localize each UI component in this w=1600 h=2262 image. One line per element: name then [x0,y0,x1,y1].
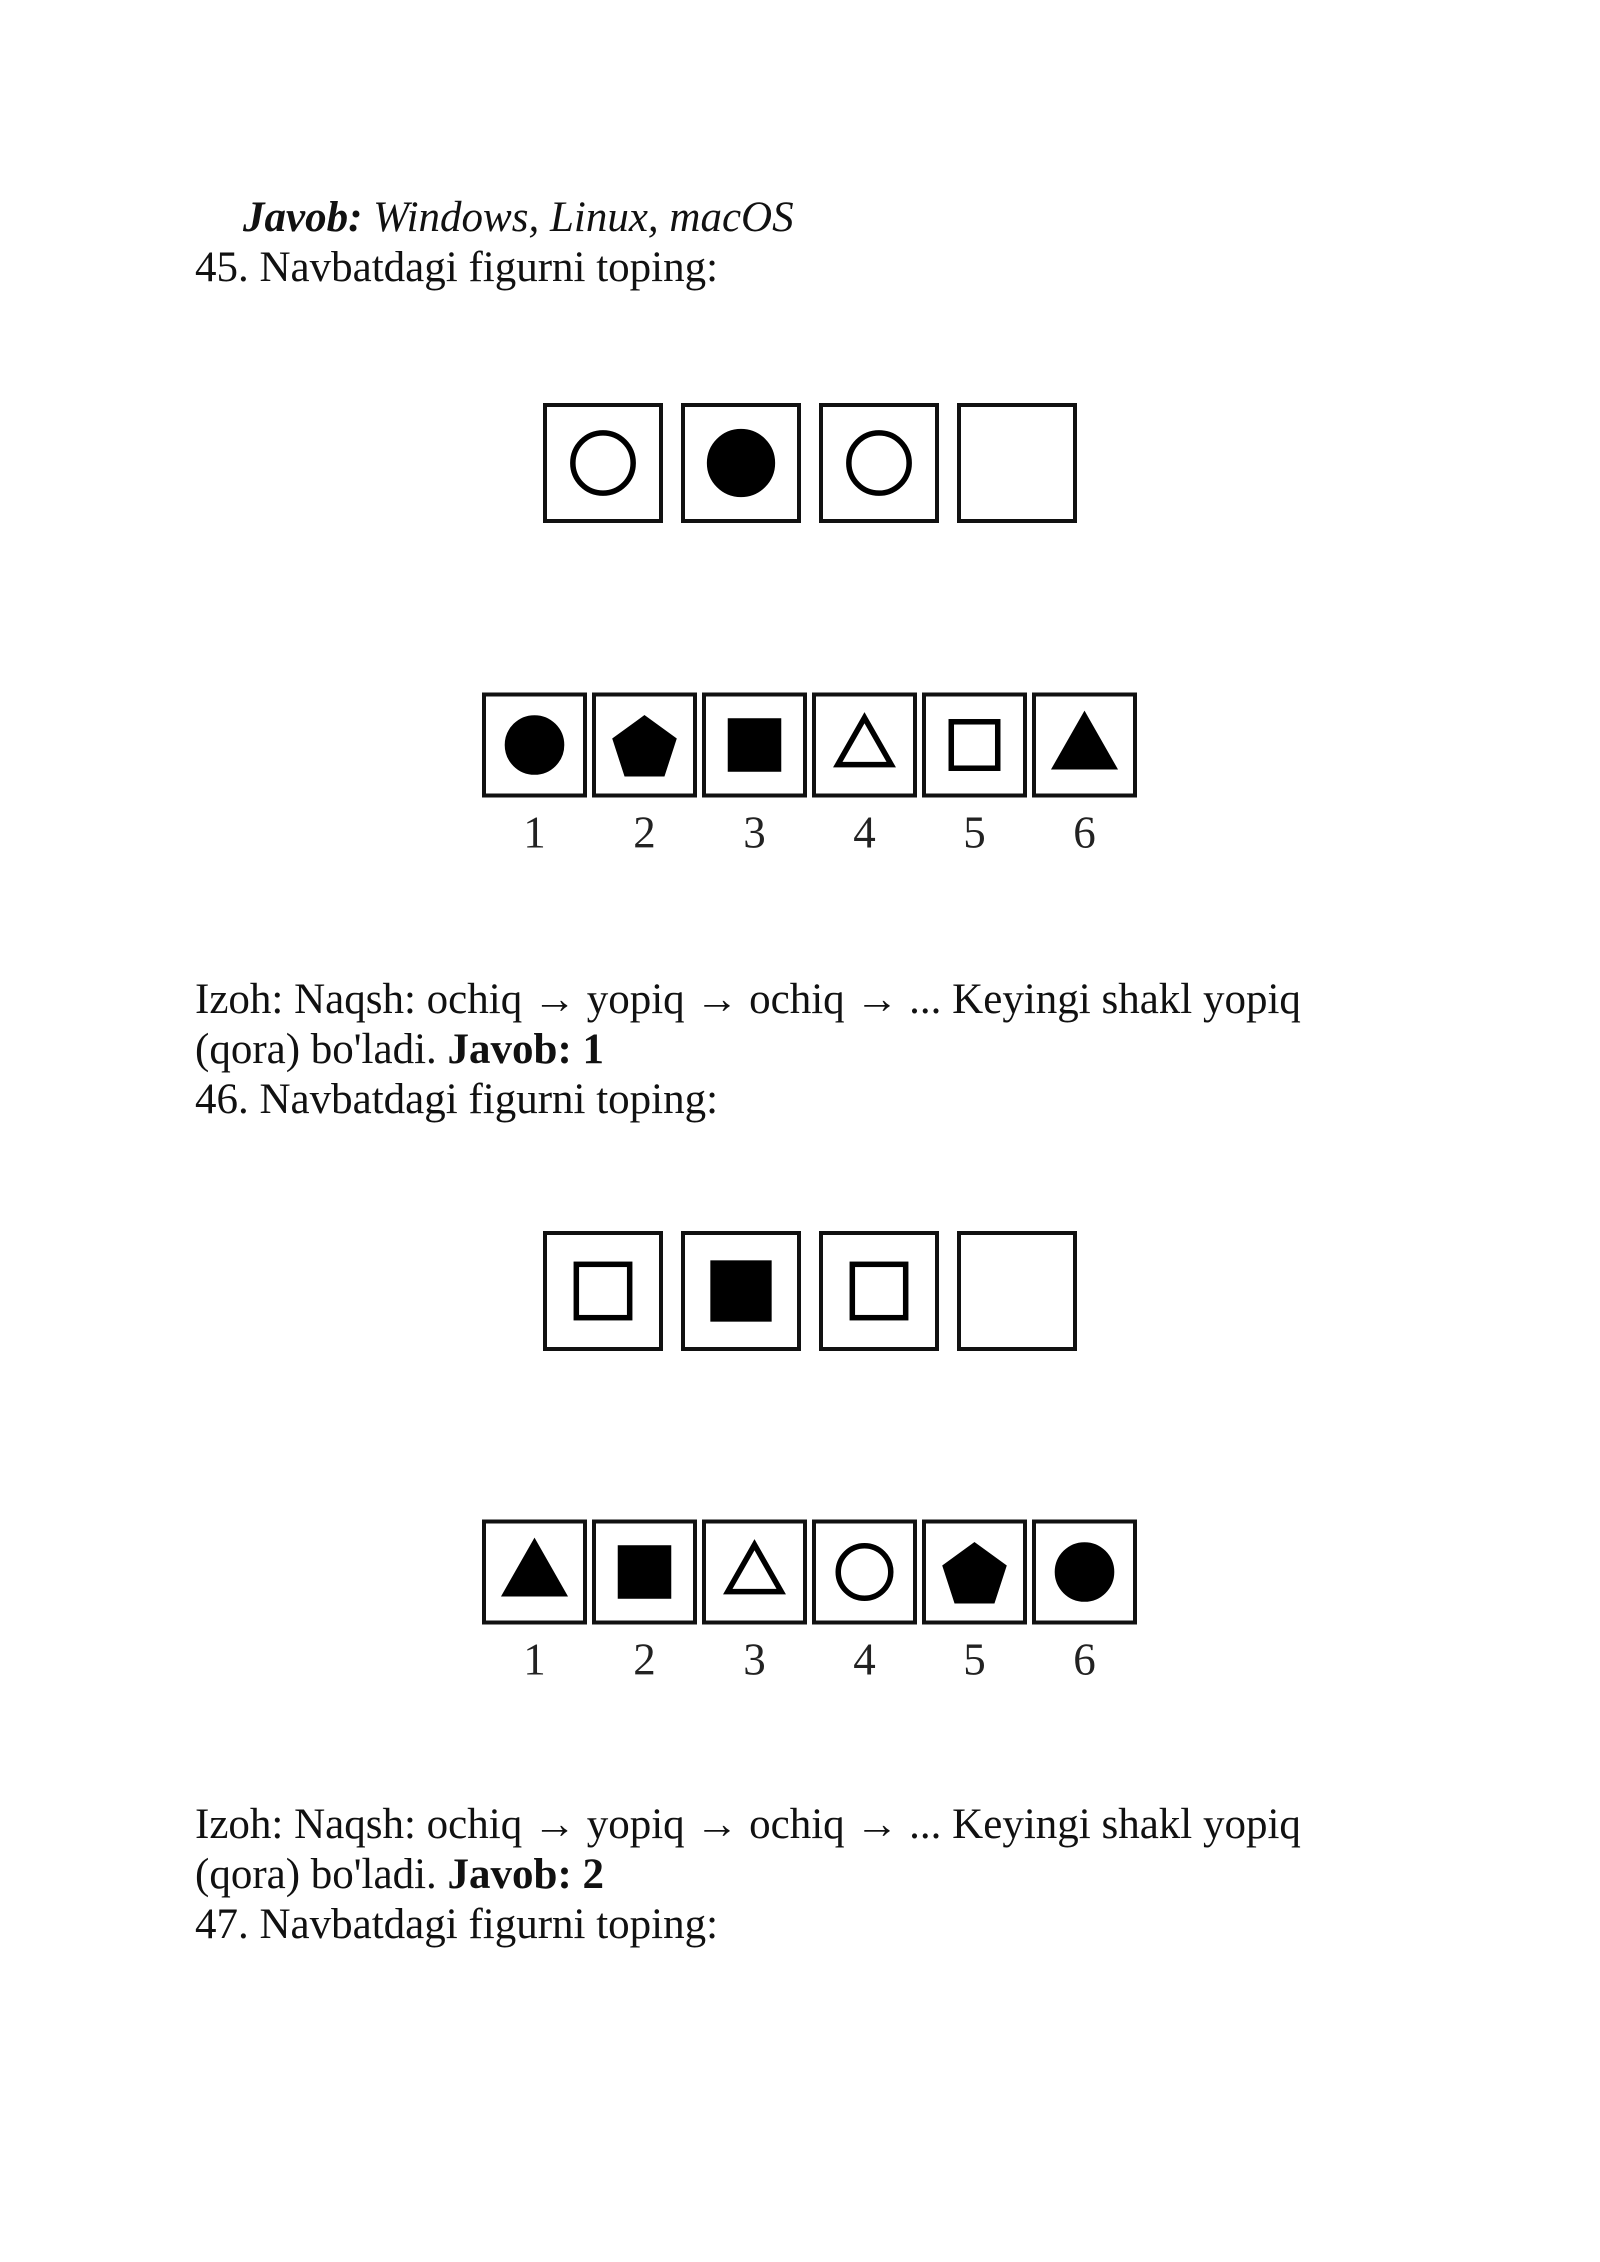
question-45-answer: Javob: 1 [447,1026,605,1073]
question-46-options: 1 2 3 4 5 6 [482,1519,1137,1685]
question-45-note-text: (qora) bo'ladi. [195,1026,437,1073]
triangle-filled-icon [500,1537,569,1597]
question-46-note-line1: Izoh: Naqsh: ochiq → yopiq → ochiq → ...… [195,1801,1301,1848]
q46-option-cell-4[interactable]: 4 [812,1519,917,1685]
question-46-title: 46. Navbatdagi figurni toping: [195,1076,719,1123]
square-open-icon [573,1261,633,1321]
q45-option-cell-6[interactable]: 6 [1032,692,1137,858]
option-number: 3 [743,808,766,858]
q45-sequence-box [681,403,801,523]
option-number: 2 [633,1635,656,1685]
previous-answer-label: Javob: [243,194,363,241]
q45-option-cell-2[interactable]: 2 [592,692,697,858]
q46-sequence-box [681,1231,801,1351]
q45-sequence-cell-4 [957,403,1077,523]
q46-sequence-cell-4 [957,1231,1077,1351]
question-46-note-line2: (qora) bo'ladi. Javob: 2 [195,1850,604,1900]
square-filled-icon [617,1545,672,1599]
circle-filled-icon [1054,1542,1115,1602]
q45-sequence-box [957,403,1077,523]
question-46-sequence [543,1231,1077,1351]
q45-sequence-box [543,403,663,523]
question-45-note-line1: Izoh: Naqsh: ochiq → yopiq → ochiq → ...… [195,976,1301,1023]
square-filled-icon [727,718,782,772]
q45-option-cell-4[interactable]: 4 [812,692,917,858]
q45-option-box [812,692,917,798]
previous-answer-text: Windows, Linux, macOS [373,194,794,241]
option-number: 2 [633,808,656,858]
q45-option-cell-1[interactable]: 1 [482,692,587,858]
triangle-open-icon [723,1539,786,1595]
circle-filled-icon [504,715,565,775]
square-open-icon [948,719,1001,771]
q46-option-cell-2[interactable]: 2 [592,1519,697,1685]
option-number: 1 [523,808,546,858]
q46-sequence-box [543,1231,663,1351]
q45-option-cell-5[interactable]: 5 [922,692,1027,858]
circle-filled-icon [706,428,776,498]
option-number: 1 [523,1635,546,1685]
circle-open-icon [846,430,912,496]
circle-open-icon [835,1542,894,1602]
q46-option-cell-3[interactable]: 3 [702,1519,807,1685]
question-45-title: 45. Navbatdagi figurni toping: [195,244,719,291]
q46-option-cell-5[interactable]: 5 [922,1519,1027,1685]
square-open-icon [849,1261,909,1321]
option-number: 6 [1073,1635,1096,1685]
triangle-filled-icon [1050,710,1119,770]
q45-sequence-box [819,403,939,523]
question-46-note-text: (qora) bo'ladi. [195,1851,437,1898]
option-number: 5 [963,808,986,858]
q45-option-cell-3[interactable]: 3 [702,692,807,858]
q45-sequence-cell-1 [543,403,663,523]
question-47-title: 47. Navbatdagi figurni toping: [195,1901,719,1948]
question-45-note-line2: (qora) bo'ladi. Javob: 1 [195,1025,604,1075]
option-number: 4 [853,1635,876,1685]
question-46-answer: Javob: 2 [447,1851,605,1898]
q46-sequence-box [957,1231,1077,1351]
q46-sequence-cell-3 [819,1231,939,1351]
triangle-open-icon [833,712,896,768]
question-45-sequence [543,403,1077,523]
q46-option-box [812,1519,917,1625]
q46-sequence-cell-2 [681,1231,801,1351]
option-number: 4 [853,808,876,858]
option-number: 6 [1073,808,1096,858]
q46-option-box [702,1519,807,1625]
square-filled-icon [710,1260,772,1322]
q46-sequence-box [819,1231,939,1351]
option-number: 5 [963,1635,986,1685]
q46-option-cell-6[interactable]: 6 [1032,1519,1137,1685]
pentagon-filled-icon [612,715,677,777]
question-45-options: 1 2 3 4 5 6 [482,692,1137,858]
option-number: 3 [743,1635,766,1685]
previous-answer: Javob: Windows, Linux, macOS [243,193,794,243]
q45-sequence-cell-2 [681,403,801,523]
q46-sequence-cell-1 [543,1231,663,1351]
q46-option-cell-1[interactable]: 1 [482,1519,587,1685]
q45-sequence-cell-3 [819,403,939,523]
q45-option-box [922,692,1027,798]
pentagon-filled-icon [942,1542,1007,1604]
circle-open-icon [570,430,636,496]
